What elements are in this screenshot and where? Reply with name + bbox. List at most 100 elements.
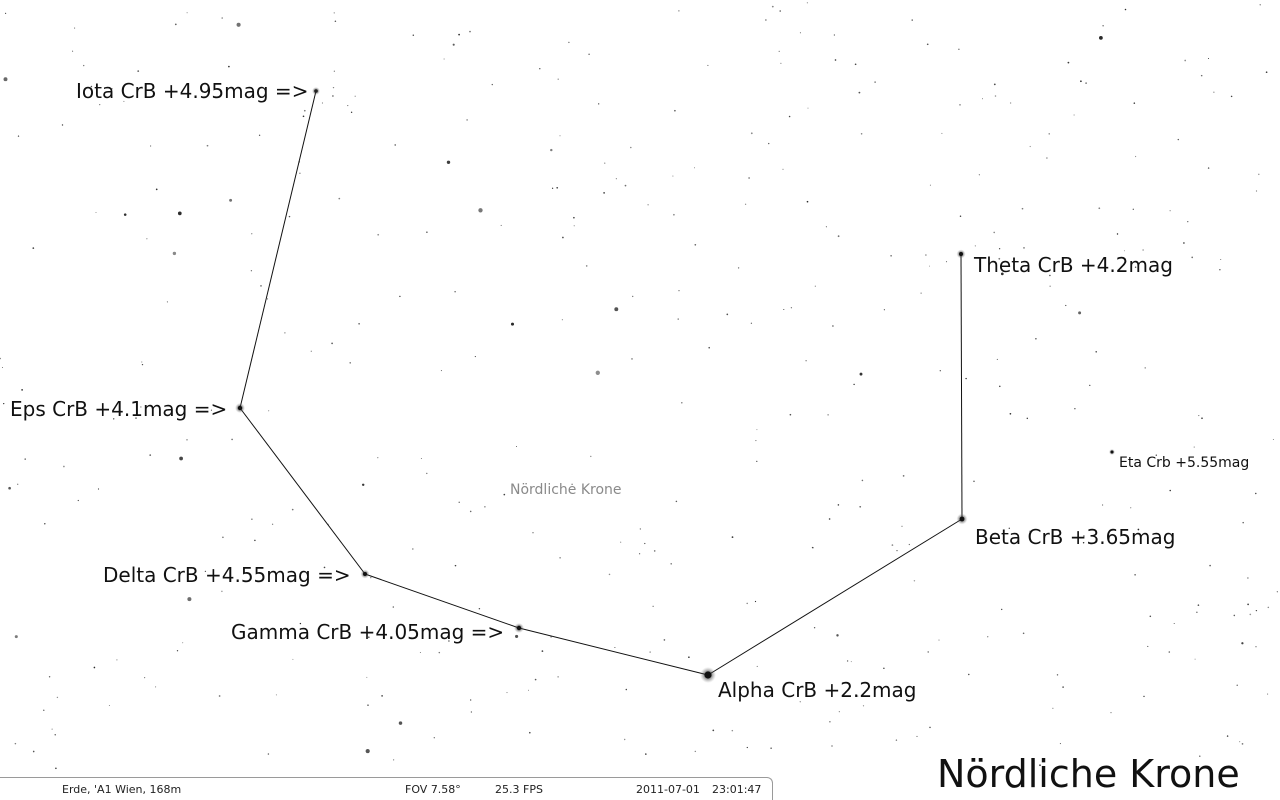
background-star bbox=[831, 745, 833, 747]
background-star bbox=[1169, 210, 1171, 212]
background-star bbox=[1258, 173, 1260, 176]
background-star bbox=[182, 642, 184, 644]
background-star bbox=[399, 295, 401, 298]
background-star bbox=[288, 215, 291, 218]
background-star bbox=[678, 290, 680, 292]
star-gamma[interactable] bbox=[514, 623, 524, 633]
background-star bbox=[1201, 417, 1203, 420]
background-star bbox=[221, 590, 223, 593]
background-star bbox=[768, 142, 770, 145]
background-star bbox=[902, 475, 905, 477]
background-star bbox=[999, 385, 1001, 388]
background-star bbox=[799, 701, 801, 703]
background-star bbox=[1124, 8, 1127, 11]
background-star bbox=[367, 704, 369, 706]
background-star bbox=[440, 370, 442, 372]
star-theta[interactable] bbox=[956, 249, 966, 259]
background-star bbox=[638, 553, 641, 555]
background-star bbox=[1209, 564, 1211, 567]
background-star bbox=[1242, 521, 1244, 524]
line-gamma-alpha bbox=[518, 627, 709, 676]
background-star bbox=[1267, 606, 1270, 609]
background-star bbox=[1198, 415, 1200, 417]
background-star bbox=[1102, 504, 1104, 506]
background-star bbox=[675, 500, 678, 503]
background-star bbox=[1080, 80, 1082, 83]
background-star bbox=[529, 731, 531, 734]
background-star bbox=[911, 19, 913, 21]
background-star bbox=[780, 62, 782, 65]
background-star bbox=[968, 673, 970, 676]
background-star bbox=[527, 689, 530, 691]
background-star bbox=[639, 528, 641, 530]
background-star bbox=[1201, 456, 1204, 459]
background-star bbox=[913, 580, 916, 582]
background-star bbox=[1074, 408, 1076, 410]
background-star bbox=[737, 267, 740, 269]
background-star bbox=[799, 32, 801, 34]
star-delta[interactable] bbox=[360, 569, 370, 579]
background-star bbox=[1255, 492, 1257, 495]
background-star bbox=[323, 566, 326, 569]
star-iota[interactable] bbox=[312, 87, 320, 95]
background-star bbox=[1021, 207, 1024, 210]
background-star bbox=[1000, 272, 1004, 276]
background-star bbox=[811, 546, 814, 549]
background-star bbox=[829, 721, 831, 723]
background-star bbox=[426, 472, 428, 475]
background-star bbox=[187, 597, 192, 602]
background-star bbox=[448, 640, 450, 642]
background-star bbox=[532, 532, 534, 534]
background-star bbox=[412, 34, 415, 36]
background-star bbox=[1029, 530, 1031, 533]
background-star bbox=[1085, 82, 1087, 84]
background-star bbox=[874, 81, 876, 83]
background-star bbox=[40, 413, 42, 415]
background-star bbox=[44, 523, 46, 525]
background-star bbox=[166, 301, 168, 303]
background-star bbox=[32, 247, 35, 249]
background-star bbox=[1239, 741, 1241, 743]
background-star bbox=[478, 607, 481, 610]
star-eps[interactable] bbox=[235, 403, 245, 413]
background-star bbox=[284, 332, 286, 334]
background-star bbox=[55, 767, 57, 770]
background-star bbox=[72, 50, 74, 52]
background-star bbox=[550, 148, 553, 152]
background-star bbox=[551, 187, 554, 189]
background-star bbox=[1144, 367, 1146, 369]
label-theta: Theta CrB +4.2mag bbox=[974, 253, 1173, 277]
star-beta[interactable] bbox=[956, 513, 968, 525]
background-star bbox=[1197, 604, 1200, 606]
background-star bbox=[291, 508, 294, 511]
star-eta[interactable] bbox=[1109, 449, 1115, 455]
star-alpha[interactable] bbox=[700, 667, 716, 683]
background-star bbox=[155, 188, 158, 191]
background-star bbox=[174, 23, 177, 26]
background-star bbox=[144, 677, 146, 679]
background-star bbox=[458, 33, 460, 36]
background-star bbox=[837, 504, 840, 506]
background-star bbox=[998, 257, 1001, 260]
background-star bbox=[56, 696, 59, 699]
background-star bbox=[813, 627, 816, 629]
background-star bbox=[334, 20, 337, 23]
background-star bbox=[469, 30, 471, 33]
background-star bbox=[8, 486, 11, 490]
background-star bbox=[929, 265, 930, 267]
background-star bbox=[177, 211, 182, 216]
background-star bbox=[1194, 658, 1196, 660]
background-star bbox=[987, 636, 989, 638]
background-star bbox=[1083, 535, 1085, 537]
background-star bbox=[377, 233, 380, 236]
background-star bbox=[846, 660, 849, 662]
background-star bbox=[883, 309, 886, 311]
background-star bbox=[3, 77, 8, 82]
background-star bbox=[608, 573, 611, 576]
line-alpha-beta bbox=[707, 518, 963, 676]
line-delta-gamma bbox=[364, 573, 520, 629]
background-star bbox=[1134, 266, 1137, 268]
background-star bbox=[293, 86, 295, 88]
background-star bbox=[268, 410, 270, 412]
background-star bbox=[1230, 95, 1233, 98]
